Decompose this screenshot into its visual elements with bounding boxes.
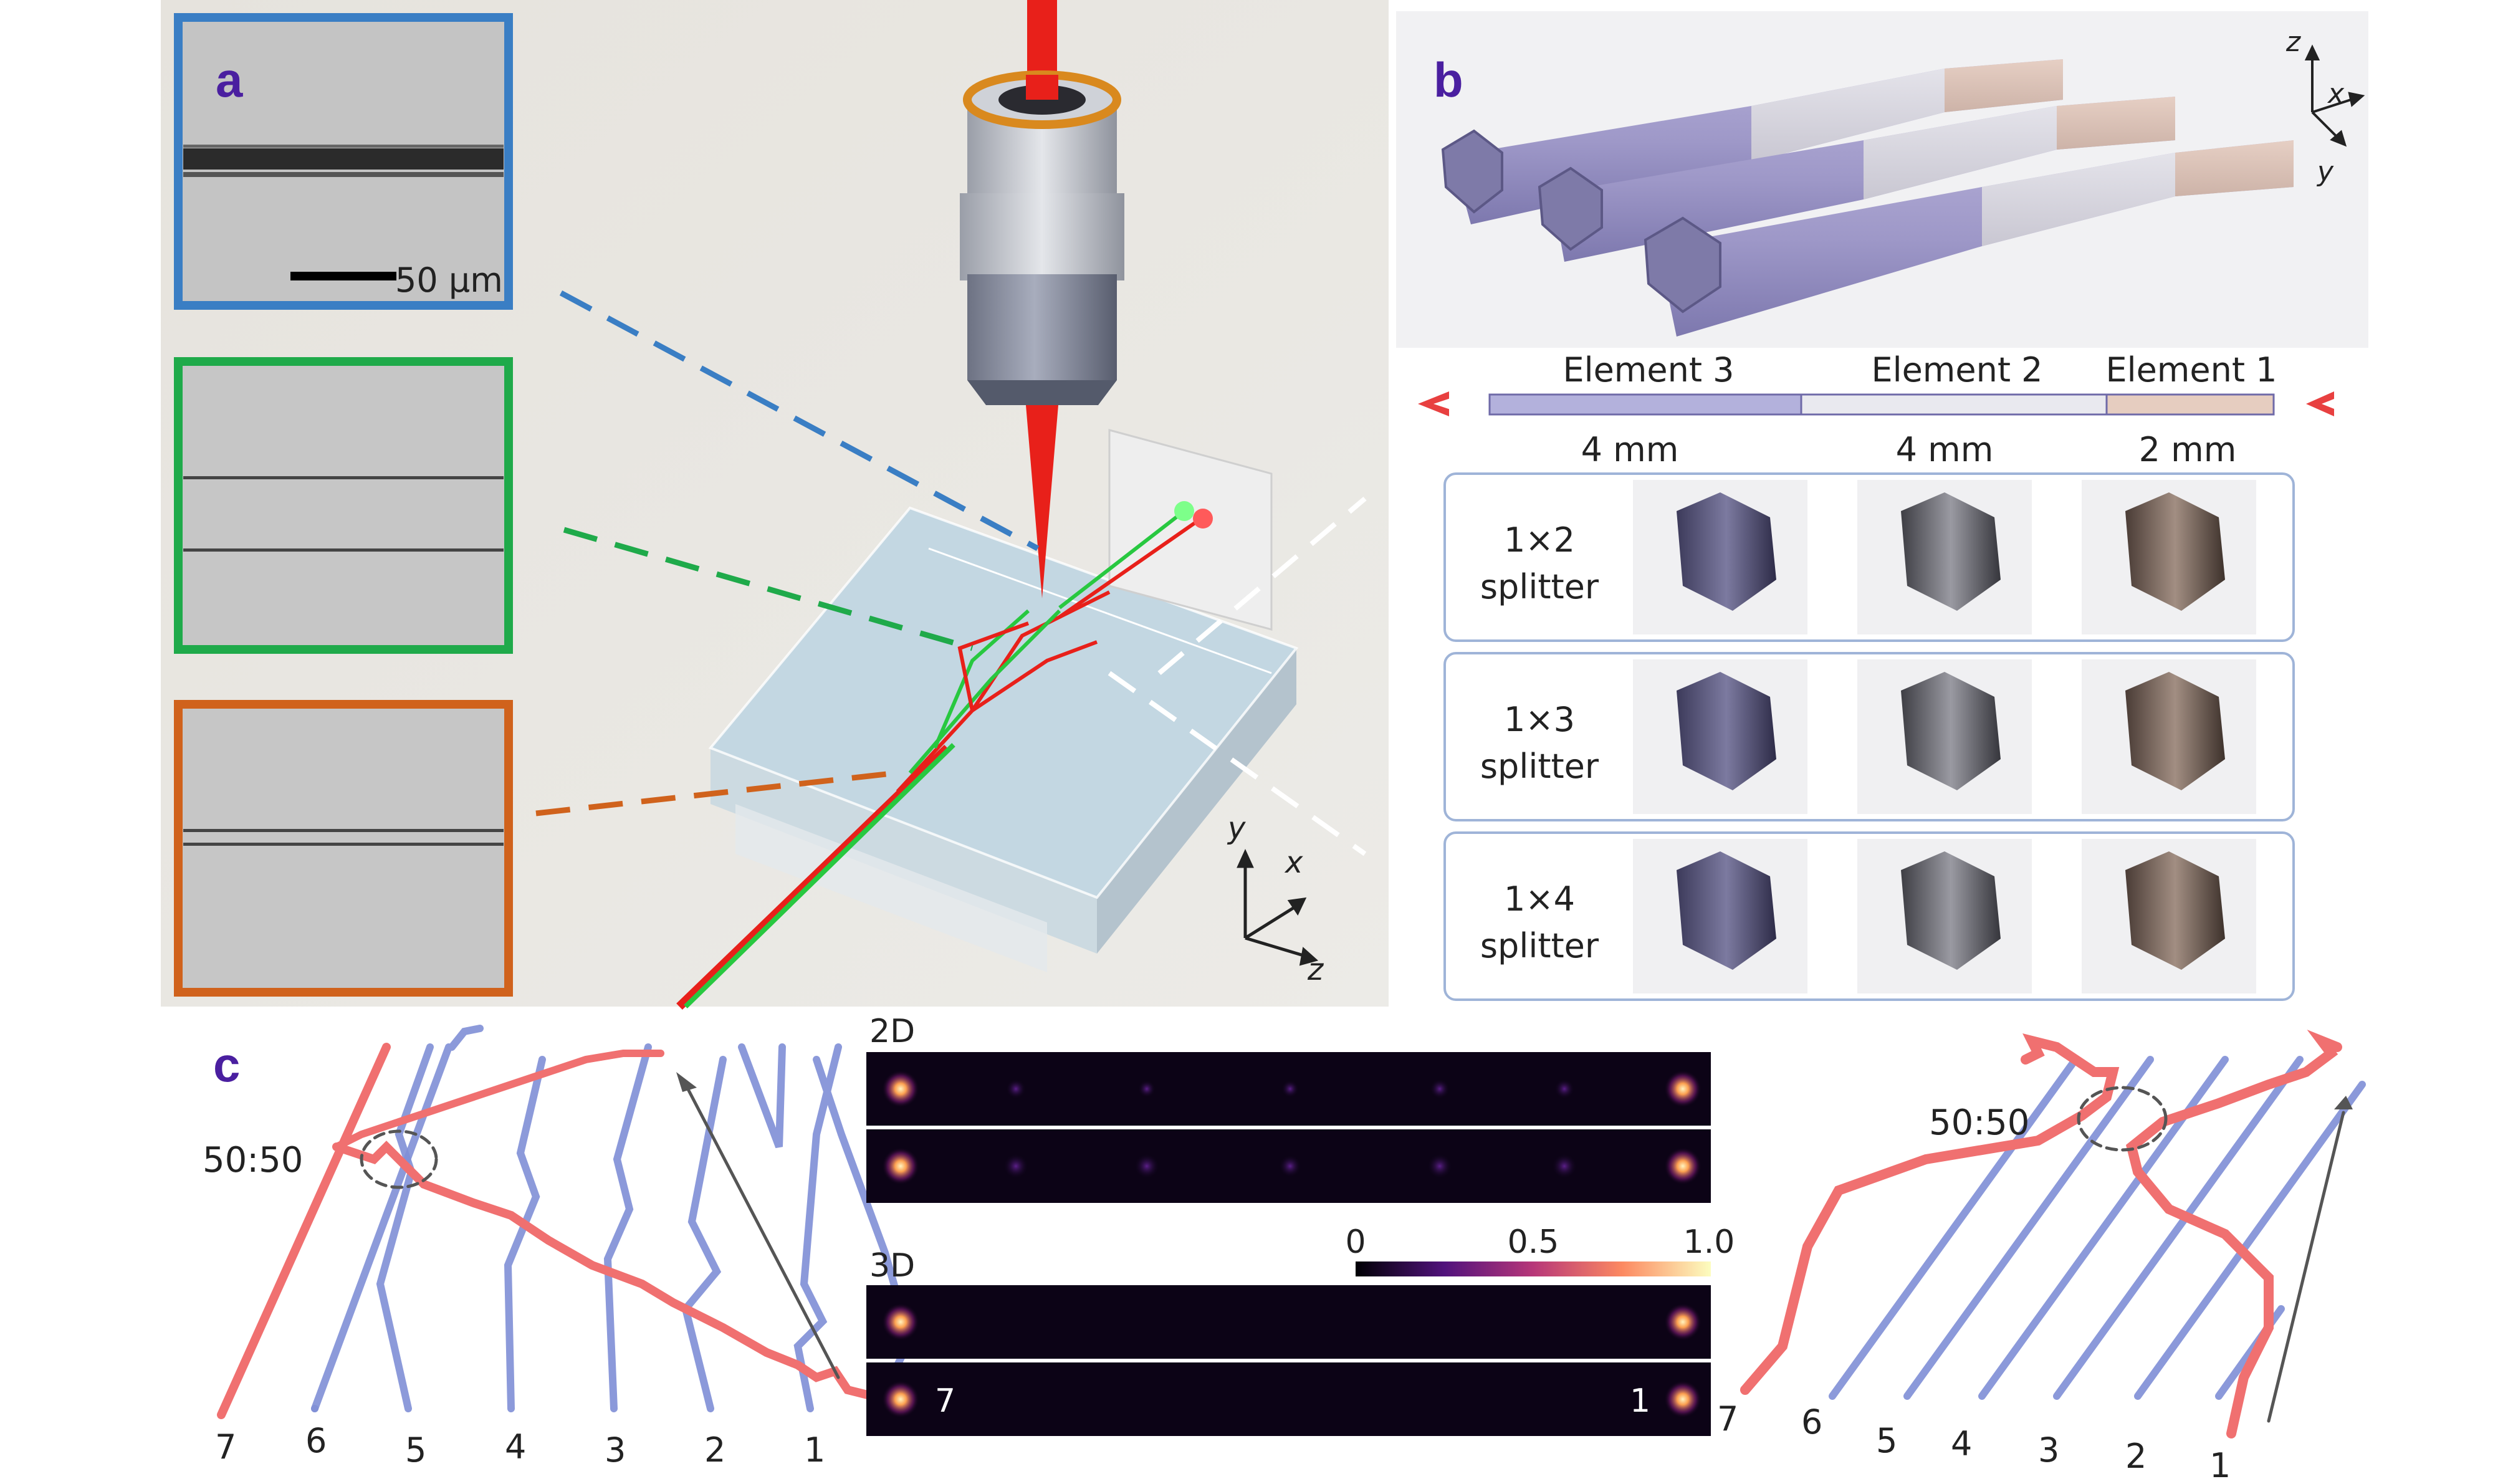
element-1-bar: [2105, 393, 2275, 416]
svg-text:1: 1: [2209, 1446, 2231, 1484]
micrograph-orange: [174, 700, 513, 997]
output-spot-red: [1193, 509, 1213, 529]
svg-text:4: 4: [505, 1427, 526, 1467]
svg-text:7: 7: [1717, 1399, 1738, 1439]
element-bar: [1418, 391, 2337, 416]
splitter-1x4-line2: splitter: [1480, 926, 1599, 965]
panel-letter-a: a: [216, 52, 243, 107]
mode-label-right: 1: [1630, 1382, 1650, 1420]
element-1-length: 2 mm: [2139, 430, 2237, 469]
mode-label-left: 7: [935, 1382, 955, 1420]
fiber-bundle-2: [1538, 97, 2175, 262]
glass-chip: [708, 506, 1299, 972]
scale-bar-label: 50 µm: [395, 261, 503, 300]
colorbar-tick-max: 1.0: [1683, 1223, 1735, 1261]
focused-beam: [1026, 405, 1058, 598]
svg-text:6: 6: [1801, 1402, 1822, 1442]
panel-c: c 50:50 7 6 5 4: [203, 1013, 2366, 1484]
svg-text:4: 4: [1951, 1424, 1972, 1463]
svg-text:1: 1: [804, 1430, 825, 1470]
chip-waveguides: [896, 590, 1111, 793]
strip-3d-bottom: [866, 1362, 1711, 1436]
element-3-length: 4 mm: [1581, 430, 1679, 469]
label-3d: 3D: [869, 1247, 915, 1285]
svg-text:7: 7: [215, 1427, 236, 1467]
splitter-thumbnails: [1633, 480, 2256, 993]
waveguide-diagram-left: [217, 1025, 939, 1419]
axis-b-y: y: [2316, 156, 2334, 188]
micrograph-blue: [174, 13, 513, 310]
splitter-1x4-line1: 1×4: [1504, 879, 1575, 919]
element-2-bar: [1800, 393, 2108, 416]
output-spot-green: [1174, 501, 1194, 521]
svg-text:3: 3: [605, 1430, 626, 1470]
svg-text:2: 2: [704, 1430, 725, 1470]
ratio-label-right: 50:50: [1929, 1103, 2029, 1143]
ratio-label-left: 50:50: [203, 1140, 303, 1180]
axis-a-y: y: [1227, 811, 1246, 846]
fiber-bundle-1: [1441, 59, 2063, 224]
panel-letter-b: b: [1433, 52, 1463, 107]
svg-text:5: 5: [1876, 1421, 1897, 1460]
splitter-1x2-line1: 1×2: [1504, 520, 1575, 560]
svg-text:3: 3: [2038, 1430, 2059, 1470]
splitter-1x3-line1: 1×3: [1504, 700, 1575, 739]
axes-a: [1237, 848, 1319, 966]
axis-a-x: x: [1284, 845, 1303, 880]
axes-b: [2304, 44, 2365, 147]
dashed-connectors: [535, 290, 1040, 816]
element-3-bar: [1488, 393, 1802, 416]
axis-b-x: x: [2327, 78, 2345, 110]
strip-3d-top: [866, 1285, 1711, 1359]
element-2-length: 4 mm: [1896, 430, 1994, 469]
svg-text:6: 6: [305, 1421, 327, 1460]
element-2-label: Element 2: [1871, 350, 2042, 390]
colorbar-tick-0: 0: [1345, 1223, 1366, 1261]
cut-plane-lines: [1108, 496, 1367, 856]
panel-a: a 50 µm y x z: [161, 0, 1389, 1010]
splitter-1x3-line2: splitter: [1480, 747, 1599, 786]
colorbar-tick-mid: 0.5: [1508, 1223, 1559, 1261]
intensity-strips: [866, 1052, 1711, 1436]
input-beam-red: [676, 744, 950, 1010]
colorbar: [1356, 1261, 1711, 1276]
panel-b: b z x y Element 3 Element 2 Element 1 4 …: [1396, 11, 2368, 1007]
micrograph-green: [174, 357, 513, 654]
axis-a-z: z: [1307, 952, 1324, 987]
fiber-bundle-3: [1644, 140, 2294, 337]
waveguide-diagram-right: [1740, 1029, 2366, 1439]
scale-bar: [290, 272, 396, 280]
screen: [1108, 429, 1273, 631]
label-2d: 2D: [869, 1013, 915, 1050]
splitter-1x2-line2: splitter: [1480, 567, 1599, 606]
element-3-label: Element 3: [1563, 350, 1734, 390]
panel-letter-c: c: [213, 1037, 240, 1092]
axis-b-z: z: [2285, 26, 2301, 58]
input-beam-green: [684, 743, 955, 1008]
objective-lens: [960, 70, 1124, 405]
fiber-bundles: [1441, 59, 2294, 337]
element-1-label: Element 1: [2105, 350, 2277, 390]
port-labels-left: 7 6 5 4 3 2 1: [215, 1421, 825, 1470]
port-labels-right: 7 6 5 4 3 2 1: [1717, 1399, 2231, 1484]
svg-text:2: 2: [2125, 1437, 2146, 1476]
svg-text:5: 5: [405, 1430, 426, 1470]
